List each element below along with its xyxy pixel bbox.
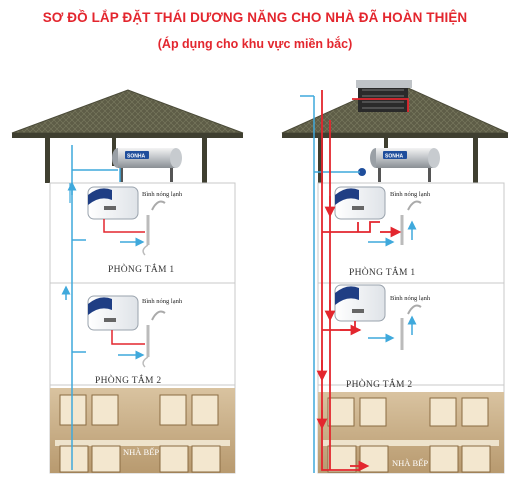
right-hot-pipes — [316, 90, 409, 472]
left-kitchen: NHÀ BẾP — [50, 388, 235, 473]
diagram-title: SƠ ĐỒ LẮP ĐẶT THÁI DƯƠNG NĂNG CHO NHÀ ĐÃ… — [42, 10, 468, 25]
left-shower-2 — [142, 310, 166, 368]
left-shower-1 — [142, 200, 166, 256]
left-solar-tank: SONHA — [112, 148, 182, 182]
left-tank-brand: SONHA — [127, 154, 145, 160]
right-kitchen-label: NHÀ BẾP — [392, 458, 428, 468]
right-shower-1 — [400, 200, 422, 245]
right-house: SONHA Bình nóng lạnh PHÒNG TẮM 1 Bình nó… — [281, 80, 509, 474]
right-heater-label-2: Bình nóng lạnh — [390, 295, 431, 302]
right-shower-2 — [400, 304, 422, 350]
right-heater-label-1: Bình nóng lạnh — [390, 191, 431, 198]
right-heater-1: Bình nóng lạnh — [334, 186, 431, 220]
left-room-2: PHÒNG TẮM 2 — [95, 373, 161, 386]
left-heater-2: Bình nóng lạnh — [87, 295, 183, 331]
right-solar-collector — [356, 80, 412, 112]
right-room-2: PHÒNG TẮM 2 — [346, 377, 412, 390]
right-solar-tank: SONHA — [358, 148, 440, 182]
left-kitchen-label: NHÀ BẾP — [123, 447, 159, 457]
diagram-subtitle: (Áp dụng cho khu vực miền bắc) — [157, 37, 353, 51]
right-kitchen: NHÀ BẾP — [318, 392, 504, 473]
left-roof — [11, 89, 244, 134]
left-room-1: PHÒNG TẮM 1 — [108, 262, 174, 275]
right-room-1: PHÒNG TẮM 1 — [349, 265, 415, 278]
right-heater-2: Bình nóng lạnh — [334, 284, 431, 322]
left-hot-pipes — [103, 219, 145, 345]
left-heater-label-2: Bình nóng lạnh — [142, 298, 183, 305]
left-house: SONHA Bình nóng lạnh PHÒNG TẮM 1 Bình n — [11, 89, 244, 474]
left-heater-label-1: Bình nóng lạnh — [142, 191, 183, 198]
right-tank-brand: SONHA — [385, 154, 403, 160]
left-heater-1: Bình nóng lạnh — [87, 186, 183, 220]
left-cold-pipes — [61, 145, 145, 470]
